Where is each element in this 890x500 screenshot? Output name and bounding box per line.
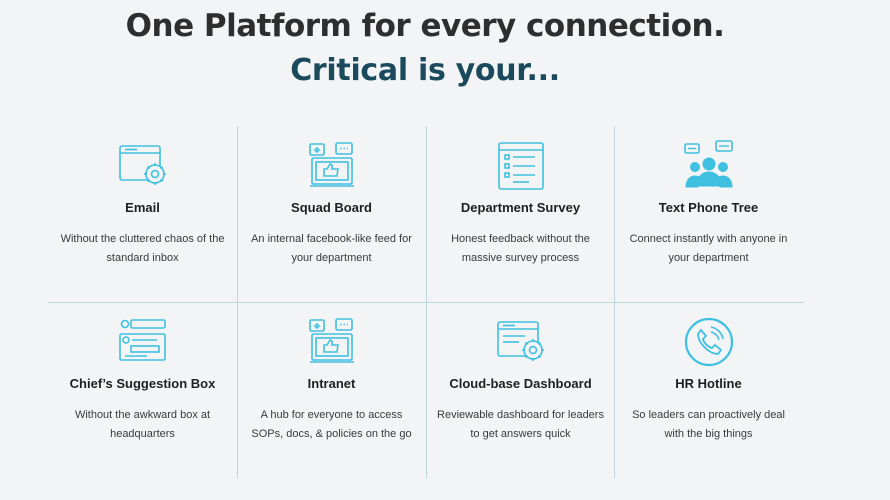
feature-title: Intranet: [307, 376, 356, 391]
feature-card-hr-hotline: HR Hotline So leaders can proactively de…: [614, 302, 803, 478]
feature-description: A hub for everyone to access SOPs, docs,…: [251, 409, 412, 440]
social-board-icon: [306, 316, 358, 368]
dashboard-gear-icon: [495, 316, 547, 368]
feature-title: HR Hotline: [675, 376, 742, 391]
feature-card-email: Email Without the cluttered chaos of the…: [48, 126, 237, 302]
feature-card-cloud-base-dashboard: Cloud-base Dashboard Reviewable dashboar…: [426, 302, 615, 478]
suggestion-form-icon: [117, 316, 169, 368]
grid-divider: [48, 302, 804, 303]
people-chat-icon: [683, 140, 735, 192]
feature-title: Text Phone Tree: [658, 200, 759, 215]
feature-description: Without the awkward box at headquarters: [74, 409, 211, 440]
feature-grid: Email Without the cluttered chaos of the…: [48, 126, 804, 478]
hero-section: One Platform for every connection. Criti…: [0, 4, 850, 94]
feature-title: Email: [125, 200, 160, 215]
feature-card-text-phone-tree: Text Phone Tree Connect instantly with a…: [614, 126, 803, 302]
social-board-icon: [306, 140, 358, 192]
feature-description: Reviewable dashboard for leaders to get …: [437, 409, 604, 440]
feature-description: Connect instantly with anyone in your de…: [629, 233, 788, 264]
page-title: One Platform for every connection.: [125, 8, 725, 44]
feature-title: Department Survey: [460, 200, 581, 215]
email-gear-icon: [117, 140, 169, 192]
feature-description: So leaders can proactively deal with the…: [632, 409, 785, 440]
survey-form-icon: [495, 140, 547, 192]
feature-card-squad-board: Squad Board An internal facebook-like fe…: [237, 126, 426, 302]
feature-title: Cloud-base Dashboard: [449, 376, 592, 391]
feature-description: An internal facebook-like feed for your …: [251, 233, 412, 264]
feature-card-chiefs-suggestion-box: Chief’s Suggestion Box Without the awkwa…: [48, 302, 237, 478]
feature-card-intranet: Intranet A hub for everyone to access SO…: [237, 302, 426, 478]
feature-description: Honest feedback without the massive surv…: [451, 233, 590, 264]
feature-title: Chief’s Suggestion Box: [69, 376, 216, 391]
page-subtitle: Critical is your...: [290, 53, 560, 88]
feature-card-department-survey: Department Survey Honest feedback withou…: [426, 126, 615, 302]
feature-title: Squad Board: [291, 200, 372, 215]
feature-description: Without the cluttered chaos of the stand…: [60, 233, 225, 264]
phone-icon: [683, 316, 735, 368]
